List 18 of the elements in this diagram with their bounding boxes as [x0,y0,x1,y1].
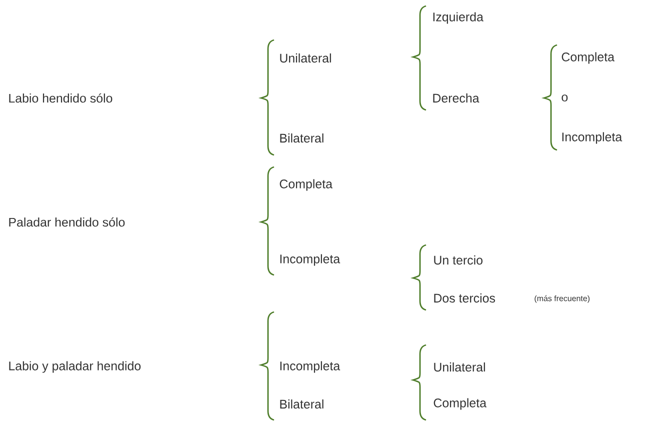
label-text: Un tercio [434,255,482,265]
label-text: Completa [434,398,486,410]
label-text: Derecha [433,93,480,103]
label-text: Unilateral [280,53,331,63]
label-text: Unilateral [434,362,485,372]
label-text: Bilateral [280,133,324,143]
label-text: Incompleta [562,132,622,144]
label-text: Completa [280,179,332,191]
label-text: Dos tercios [434,293,496,303]
label-text: Paladar hendido sólo [9,217,125,227]
label-text: o [562,94,568,102]
label-text: Incompleta [280,254,340,266]
label-text: Labio hendido sólo [9,93,112,103]
label-text: Completa [562,52,614,64]
label-text: Bilateral [280,399,324,409]
label-text: Labio y paladar hendido [9,361,141,373]
label-text: Incompleta [280,361,340,373]
label-text: Izquierda [433,12,484,24]
